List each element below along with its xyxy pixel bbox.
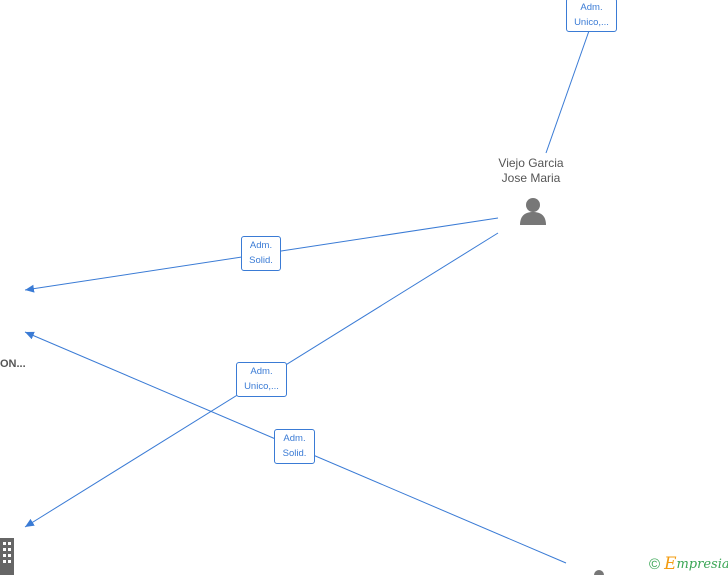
person-icon-bottom[interactable] (590, 569, 608, 575)
edge-label-solid1-line2: Solid. (249, 255, 273, 266)
edge-label-unico-line1: Adm. (250, 366, 273, 377)
edge-label-solid1[interactable]: Adm. Solid. (241, 236, 281, 271)
person-name-line1: Viejo Garcia (498, 156, 564, 170)
brand-initial: E (664, 554, 677, 574)
person-icon[interactable] (519, 196, 547, 226)
empresia-watermark[interactable]: © E mpresia (649, 554, 728, 574)
edge-label-unico-line2: Unico,... (244, 381, 279, 392)
edge-label-top-line2: Unico,... (574, 17, 609, 28)
company-name[interactable]: ON... (0, 358, 26, 370)
edge-label-solid1-line1: Adm. (249, 240, 273, 251)
edge-line-top (545, 27, 591, 154)
person-name[interactable]: Viejo Garcia Jose Maria (481, 156, 581, 186)
building-icon[interactable] (0, 536, 14, 575)
edge-label-solid2[interactable]: Adm. Solid. (274, 429, 315, 464)
person-name-line2: Jose Maria (501, 171, 561, 185)
edge-label-solid2-line2: Solid. (282, 448, 307, 459)
edge-label-solid2-line1: Adm. (283, 433, 306, 444)
copyright-symbol: © (649, 555, 661, 573)
edge-label-unico[interactable]: Adm. Unico,... (236, 362, 287, 397)
brand-name: mpresia (676, 556, 728, 572)
edge-label-top[interactable]: Adm. Unico,... (566, 0, 617, 32)
edge-label-top-line1: Adm. (580, 2, 603, 13)
